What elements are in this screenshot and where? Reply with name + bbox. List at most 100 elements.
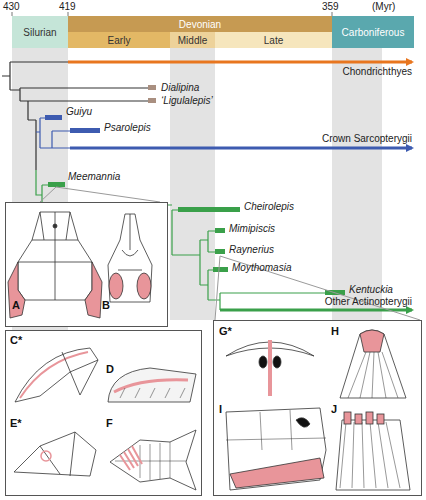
range-bars [215,228,225,233]
skull-lateral-drawing [14,432,96,476]
taxon-name: Raynerius [229,244,274,256]
panel-backgrounds [5,330,202,496]
fin-rays-drawing [340,422,400,488]
period-band: Silurian [12,16,68,48]
fin-rays-drawing [355,414,362,424]
skull-section-drawing [226,410,326,450]
taxon-name: Moythomasia [232,262,291,274]
panel-letter: F [106,417,113,429]
panel-letter: H [331,325,339,337]
figure-panel: C* D E* F [5,330,202,496]
skull-dorsal-drawing [18,212,92,300]
leader-lines [215,256,420,320]
panel-letter: I [219,403,222,415]
range-bars [48,182,65,187]
panel-letter: G* [219,325,232,337]
skull-dorsal-drawing [53,224,57,228]
fossil-drawing [108,368,196,402]
fin-drawing [348,352,398,398]
taxon-name: Psarolepis [104,122,151,134]
skull-lateral-drawing [40,432,75,476]
time-value: 359 [322,1,339,13]
time-value: 419 [59,1,76,13]
band-label: Silurian [23,27,56,38]
epoch-band: Middle [170,32,215,48]
fossil-drawing [120,388,185,398]
panel-backgrounds [213,320,422,496]
tree-lines [28,120,36,170]
fin-drawing [360,330,384,352]
band-label: Late [264,35,283,46]
taxon-name: Meemannia [68,171,120,183]
snout-drawing [226,340,314,396]
tree-lines [2,62,412,310]
taxon-name: Mimipiscis [229,223,275,235]
figure-panel: G* H I J [213,320,422,496]
fish-drawing [120,446,142,470]
period-band: Carboniferous [332,16,414,48]
snout-drawing [273,356,281,368]
taxon-name: Dialipina [161,82,199,94]
panel-letter: D [106,363,114,375]
fin-rays-drawing [336,420,410,490]
range-bars [213,267,228,272]
skull-dorsal-drawing [85,262,102,318]
range-bars [45,115,62,120]
tree-lines [2,62,148,120]
band-label: Early [108,35,131,46]
period-band: Devonian [68,16,332,32]
jaw-drawing [62,352,98,395]
figure-panel: AB [5,202,168,327]
panel-backgrounds [5,202,422,496]
skull-lateral-drawing [14,432,96,476]
time-shading [332,48,382,320]
panel-letter: E* [10,417,22,429]
fin-rays-drawing [366,412,373,424]
skull-dorsal-drawing [18,212,92,300]
fin-rays-drawing [377,414,384,424]
range-bars [148,85,156,90]
band-label: Devonian [179,19,221,30]
skull-ventral-drawing [108,214,152,302]
skull-ventral-drawing [137,273,151,299]
jaw-drawing [15,348,98,402]
panel-letter: J [331,403,337,415]
range-bars [178,207,240,212]
clade-name: Crown Sarcopterygii [322,133,412,145]
fin-rays-drawing [336,412,410,490]
panel-letter: C* [10,334,22,346]
skull-ventral-drawing [108,214,152,302]
taxon-name: ‘Ligulalepis’ [161,95,213,107]
panel-letter: B [102,299,110,311]
range-bars [148,98,156,103]
skull-lateral-drawing [41,451,51,461]
jaw-drawing [20,352,88,398]
skull-dorsal-drawing [8,262,25,318]
fish-drawing [110,430,196,490]
tree-lines [220,309,412,312]
fish-drawing [110,430,196,490]
epoch-band: Late [215,32,332,48]
snout-drawing [268,340,272,396]
panel-backgrounds [5,202,168,327]
fish-drawing [115,442,186,480]
skull-ventral-drawing [118,214,142,270]
range-bars [70,128,100,133]
taxon-name: Kentuckia [349,284,393,296]
tree-lines [68,61,412,64]
panel-letter: A [12,299,20,311]
tree-lines [36,118,70,148]
fossil-drawing [108,368,196,402]
skull-section-drawing [226,408,326,490]
fin-rays-drawing [344,412,351,424]
clade-name: Other Actinopterygii [325,296,412,308]
skull-dorsal-drawing [8,212,102,318]
jaw-drawing [15,348,98,402]
taxon-name: Cheirolepis [244,201,294,213]
skull-section-drawing [230,458,324,488]
range-bars [215,249,225,254]
skull-section-drawing [226,408,326,490]
time-value: 430 [3,1,20,13]
skull-ventral-drawing [109,273,123,299]
